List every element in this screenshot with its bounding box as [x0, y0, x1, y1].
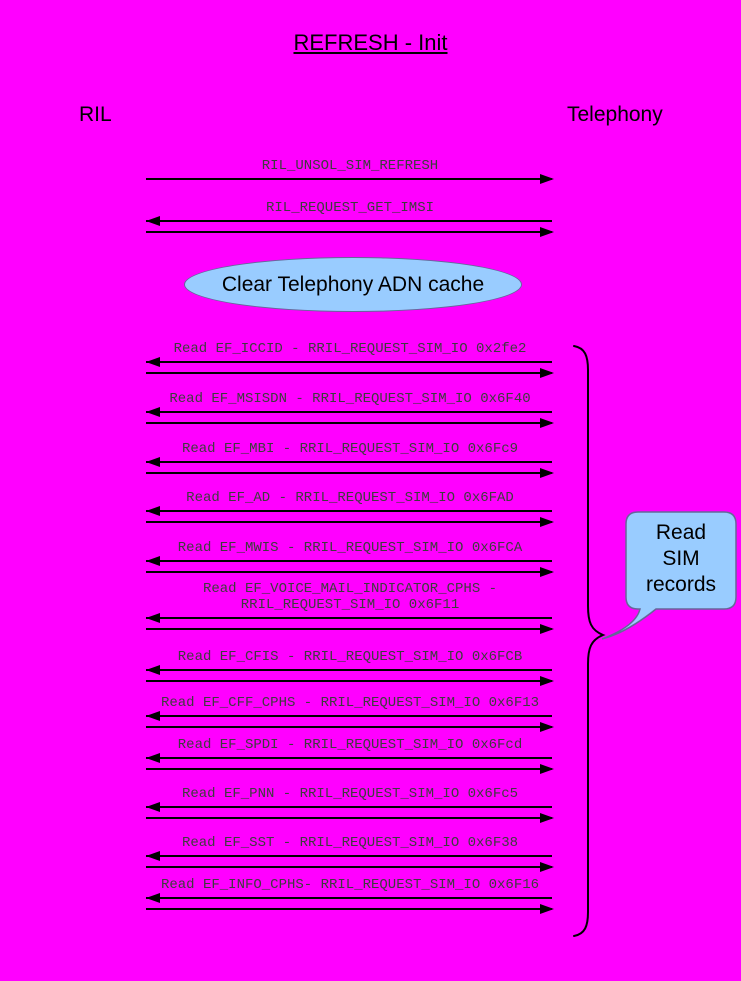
message-label: Read EF_CFIS - RRIL_REQUEST_SIM_IO 0x6FC… [177, 649, 523, 665]
arrow-right-icon [146, 418, 554, 429]
message-label: Read EF_PNN - RRIL_REQUEST_SIM_IO 0x6Fc5 [181, 786, 519, 802]
message-label: Read EF_MSISDN - RRIL_REQUEST_SIM_IO 0x6… [169, 391, 531, 407]
arrow-right-icon [146, 227, 554, 238]
message-read-msisdn: Read EF_MSISDN - RRIL_REQUEST_SIM_IO 0x6… [146, 391, 554, 429]
arrow-left-icon [146, 851, 554, 862]
arrow-left-icon [146, 613, 554, 624]
message-unsol-sim-refresh: RIL_UNSOL_SIM_REFRESH [146, 158, 554, 185]
arrow-right-icon [146, 904, 554, 915]
arrow-left-icon [146, 711, 554, 722]
arrow-left-icon [146, 556, 554, 567]
message-label: Read EF_MBI - RRIL_REQUEST_SIM_IO 0x6Fc9 [181, 441, 519, 457]
note-text: Clear Telephony ADN cache [221, 272, 485, 296]
actor-telephony: Telephony [567, 103, 663, 126]
message-read-mbi: Read EF_MBI - RRIL_REQUEST_SIM_IO 0x6Fc9 [146, 441, 554, 479]
message-read-ad: Read EF_AD - RRIL_REQUEST_SIM_IO 0x6FAD [146, 490, 554, 528]
message-label: Read EF_SPDI - RRIL_REQUEST_SIM_IO 0x6Fc… [177, 737, 523, 753]
message-label: Read EF_VOICE_MAIL_INDICATOR_CPHS - RRIL… [202, 581, 498, 613]
arrow-left-icon [146, 506, 554, 517]
arrow-left-icon [146, 753, 554, 764]
arrow-right-icon [146, 468, 554, 479]
message-read-info-cphs: Read EF_INFO_CPHS- RRIL_REQUEST_SIM_IO 0… [146, 877, 554, 915]
arrow-left-icon [146, 407, 554, 418]
message-label: Read EF_AD - RRIL_REQUEST_SIM_IO 0x6FAD [186, 490, 514, 506]
message-label: RIL_REQUEST_GET_IMSI [265, 200, 435, 216]
callout-line: Read [655, 521, 707, 544]
message-label: Read EF_CFF_CPHS - RRIL_REQUEST_SIM_IO 0… [160, 695, 540, 711]
message-label: Read EF_SST - RRIL_REQUEST_SIM_IO 0x6F38 [181, 835, 519, 851]
arrow-left-icon [146, 457, 554, 468]
arrow-right-icon [146, 517, 554, 528]
page-title: REFRESH - Init [293, 30, 448, 55]
arrow-right-icon [146, 624, 554, 635]
arrow-right-icon [146, 764, 554, 775]
arrow-right-icon [146, 368, 554, 379]
message-label: Read EF_INFO_CPHS- RRIL_REQUEST_SIM_IO 0… [160, 877, 540, 893]
callout-bubble [601, 511, 737, 640]
arrow-right-icon [146, 567, 554, 578]
arrow-right-icon [146, 676, 554, 687]
brace-icon [573, 345, 606, 937]
message-label: RIL_UNSOL_SIM_REFRESH [261, 158, 439, 174]
message-read-iccid: Read EF_ICCID - RRIL_REQUEST_SIM_IO 0x2f… [146, 341, 554, 379]
message-read-cff-cphs: Read EF_CFF_CPHS - RRIL_REQUEST_SIM_IO 0… [146, 695, 554, 733]
message-label: Read EF_ICCID - RRIL_REQUEST_SIM_IO 0x2f… [173, 341, 527, 357]
arrow-left-icon [146, 893, 554, 904]
message-read-mwis: Read EF_MWIS - RRIL_REQUEST_SIM_IO 0x6FC… [146, 540, 554, 578]
arrow-left-icon [146, 802, 554, 813]
message-read-cfis: Read EF_CFIS - RRIL_REQUEST_SIM_IO 0x6FC… [146, 649, 554, 687]
callout-text: Read SIM records [626, 520, 736, 598]
actor-ril: RIL [79, 103, 112, 126]
arrow-right-icon [146, 813, 554, 824]
message-read-sst: Read EF_SST - RRIL_REQUEST_SIM_IO 0x6F38 [146, 835, 554, 873]
arrow-left-icon [146, 665, 554, 676]
arrow-left-icon [146, 357, 554, 368]
callout-line: records [645, 573, 717, 596]
arrow-right-icon [146, 722, 554, 733]
message-get-imsi: RIL_REQUEST_GET_IMSI [146, 200, 554, 238]
arrow-right-icon [146, 174, 554, 185]
message-read-pnn: Read EF_PNN - RRIL_REQUEST_SIM_IO 0x6Fc5 [146, 786, 554, 824]
callout-line: SIM [662, 547, 700, 570]
note-clear-adn-cache: Clear Telephony ADN cache [184, 257, 522, 312]
message-label: Read EF_MWIS - RRIL_REQUEST_SIM_IO 0x6FC… [177, 540, 523, 556]
message-read-voice-mail-indicator: Read EF_VOICE_MAIL_INDICATOR_CPHS - RRIL… [146, 581, 554, 635]
arrow-right-icon [146, 862, 554, 873]
message-read-spdi: Read EF_SPDI - RRIL_REQUEST_SIM_IO 0x6Fc… [146, 737, 554, 775]
arrow-left-icon [146, 216, 554, 227]
